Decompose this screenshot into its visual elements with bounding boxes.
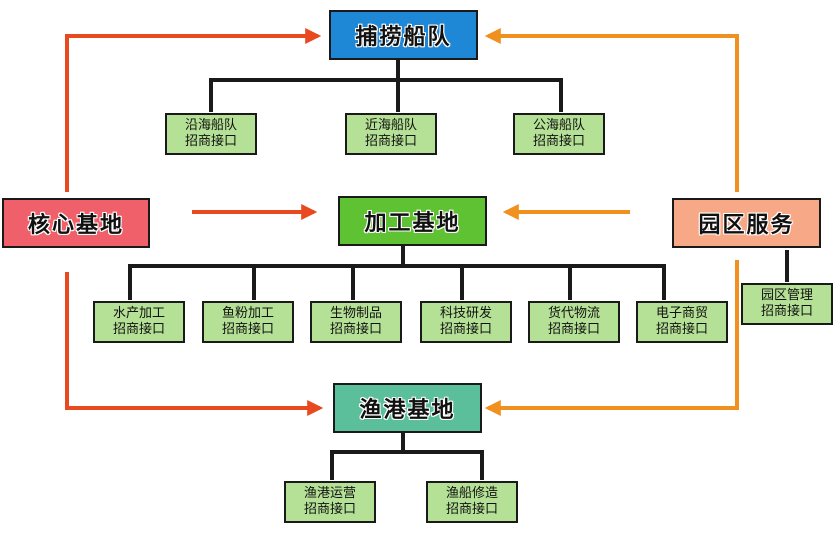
sub-label-line2: 招商接口 [364, 134, 417, 149]
sub-label-line1: 沿海船队 [184, 118, 237, 133]
port-child-shipbuilding: 渔船修造 招商接口 [426, 481, 518, 523]
sub-label-line2: 招商接口 [112, 322, 165, 337]
sub-label-line1: 货代物流 [547, 306, 600, 321]
sub-label-line1: 近海船队 [364, 118, 417, 133]
port-child-operation: 渔港运营 招商接口 [284, 481, 376, 523]
sub-label-line2: 招商接口 [221, 322, 274, 337]
sub-label-line2: 招商接口 [655, 322, 708, 337]
park-node-label: 园区服务 [698, 213, 795, 238]
fleet-child-inshore: 近海船队 招商接口 [345, 113, 437, 155]
sub-label-line1: 电子商贸 [655, 306, 708, 321]
processing-tree-connector [128, 246, 666, 300]
port-node: 渔港基地 [333, 383, 482, 433]
sub-label-line1: 渔船修造 [445, 486, 498, 501]
fleet-child-coastal: 沿海船队 招商接口 [165, 113, 257, 155]
park-child-management: 园区管理 招商接口 [741, 283, 833, 325]
sub-label-line1: 生物制品 [329, 306, 382, 321]
port-node-label: 渔港基地 [359, 398, 456, 423]
sub-label-line1: 园区管理 [760, 288, 813, 303]
processing-child-logistics: 货代物流 招商接口 [528, 301, 620, 343]
processing-child-aquatic: 水产加工 招商接口 [93, 301, 185, 343]
sub-label-line1: 渔港运营 [303, 486, 356, 501]
processing-child-bio: 生物制品 招商接口 [310, 301, 402, 343]
fleet-node-label: 捕捞船队 [355, 25, 452, 50]
sub-label-line2: 招商接口 [184, 134, 237, 149]
sub-label-line1: 水产加工 [112, 306, 165, 321]
sub-label-line2: 招商接口 [547, 322, 600, 337]
arrow-core-to-port [65, 272, 324, 416]
sub-label-line2: 招商接口 [303, 502, 356, 517]
sub-label-line2: 招商接口 [445, 502, 498, 517]
sub-label-line2: 招商接口 [329, 322, 382, 337]
processing-child-rnd: 科技研发 招商接口 [420, 301, 512, 343]
fleet-tree-connector [209, 60, 563, 112]
port-tree-connector [330, 433, 484, 480]
sub-label-line2: 招商接口 [532, 134, 585, 149]
sub-label-line2: 招商接口 [439, 322, 492, 337]
park-node: 园区服务 [672, 198, 821, 248]
processing-child-ecommerce: 电子商贸 招商接口 [636, 301, 728, 343]
fleet-child-highseas: 公海船队 招商接口 [513, 113, 605, 155]
sub-label-line1: 公海船队 [532, 118, 585, 133]
arrow-park-to-port [484, 260, 739, 416]
processing-node: 加工基地 [338, 196, 487, 246]
arrow-park-to-fleet [484, 28, 739, 192]
core-node-label: 核心基地 [27, 213, 124, 238]
sub-label-line1: 科技研发 [439, 306, 492, 321]
processing-node-label: 加工基地 [364, 211, 461, 236]
arrow-core-to-fleet [65, 28, 322, 192]
core-node: 核心基地 [2, 198, 150, 248]
sub-label-line1: 鱼粉加工 [221, 306, 274, 321]
processing-child-fishmeal: 鱼粉加工 招商接口 [202, 301, 294, 343]
sub-label-line2: 招商接口 [760, 304, 813, 319]
fleet-node: 捕捞船队 [329, 10, 478, 60]
